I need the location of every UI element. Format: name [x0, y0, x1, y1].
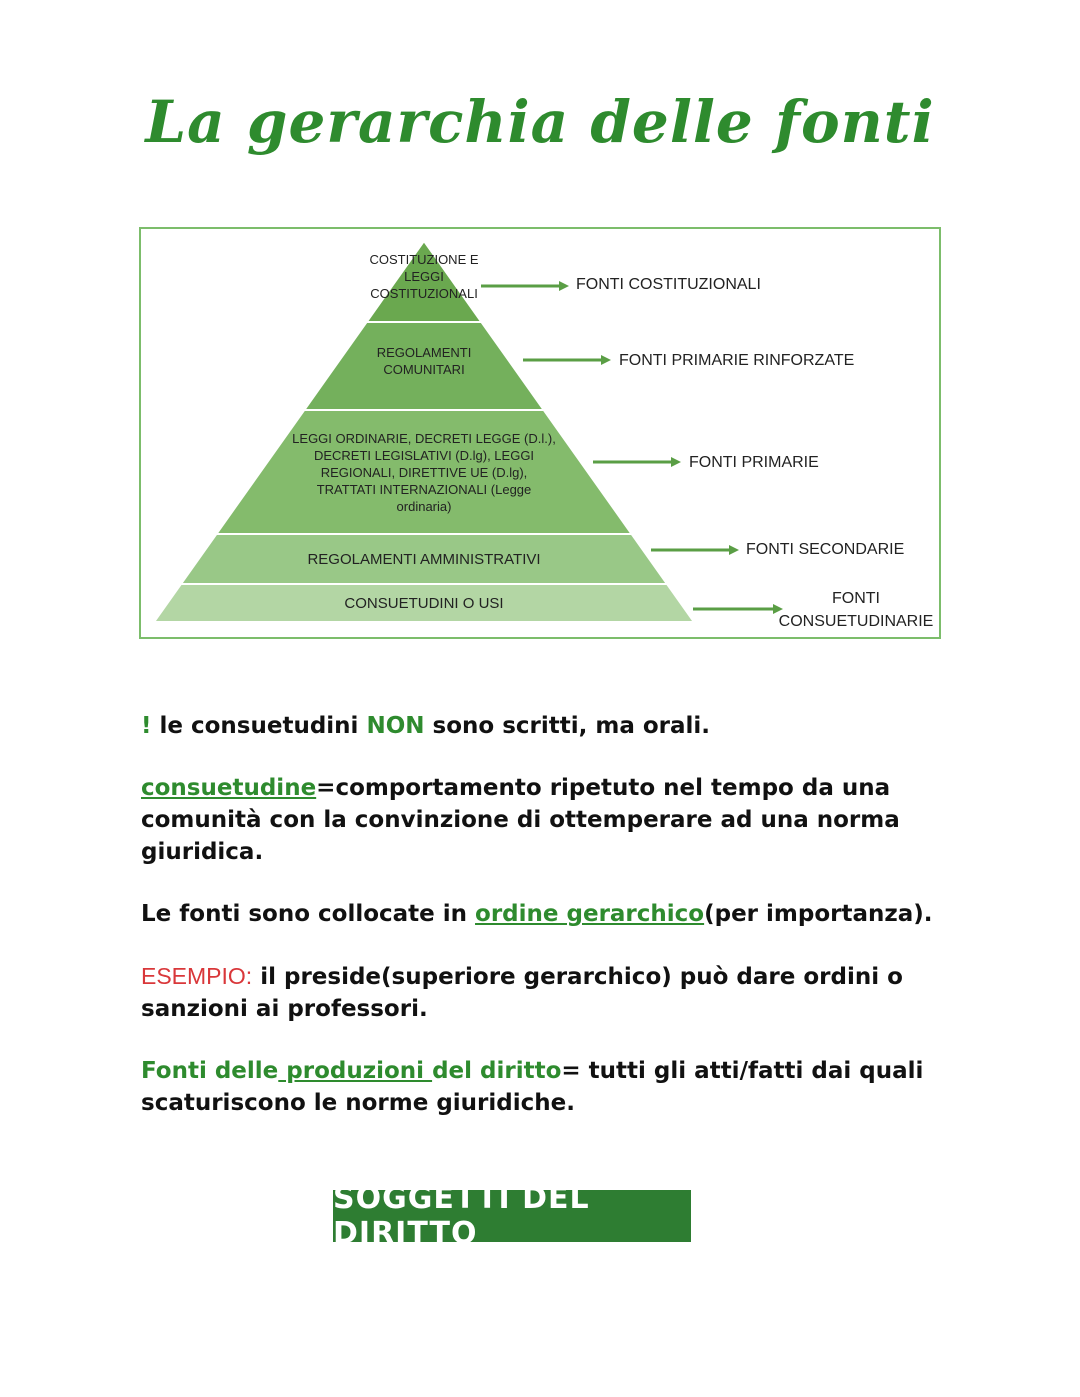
pyramid-svg	[152, 239, 783, 623]
source-label-3: FONTI PRIMARIE	[689, 454, 819, 471]
pyramid-level-label-5: CONSUETUDINI O USI	[344, 594, 504, 612]
arrow-icon	[729, 545, 739, 555]
term-produzioni: produzioni	[278, 1058, 433, 1084]
exclamation-mark: !	[141, 713, 152, 739]
term-ordine-gerarchico: ordine gerarchico	[475, 901, 705, 927]
arrow-icon	[671, 457, 681, 467]
note-order: Le fonti sono collocate in ordine gerarc…	[141, 901, 933, 927]
note-oral: ! le consuetudini NON sono scritti, ma o…	[141, 713, 711, 739]
non-highlight: NON	[366, 713, 425, 739]
source-label-1: FONTI COSTITUZIONALI	[576, 276, 761, 293]
note-example: ESEMPIO: il preside(superiore gerarchico…	[141, 963, 903, 1022]
note-sources: Fonti delle produzioni del diritto= tutt…	[141, 1058, 924, 1116]
section-heading-soggetti: SOGGETTI DEL DIRITTO	[333, 1181, 691, 1251]
source-label-2: FONTI PRIMARIE RINFORZATE	[619, 352, 855, 369]
source-label-4: FONTI SECONDARIE	[746, 541, 905, 558]
example-label: ESEMPIO:	[141, 963, 253, 989]
arrow-icon	[773, 604, 783, 614]
arrow-icon	[601, 355, 611, 365]
term-consuetudine: consuetudine	[141, 775, 317, 801]
pyramid-level-label-4: REGOLAMENTI AMMINISTRATIVI	[307, 550, 541, 568]
note-definition: consuetudine=comportamento ripetuto nel …	[141, 775, 900, 865]
notes: ! le consuetudini NON sono scritti, ma o…	[141, 710, 941, 1149]
arrow-icon	[559, 281, 569, 291]
pyramid-level-5	[152, 583, 696, 623]
pyramid-level-label-3: LEGGI ORDINARIE, DECRETI LEGGE (D.l.),DE…	[292, 430, 556, 514]
page-title: La gerarchia delle fonti	[145, 88, 935, 156]
